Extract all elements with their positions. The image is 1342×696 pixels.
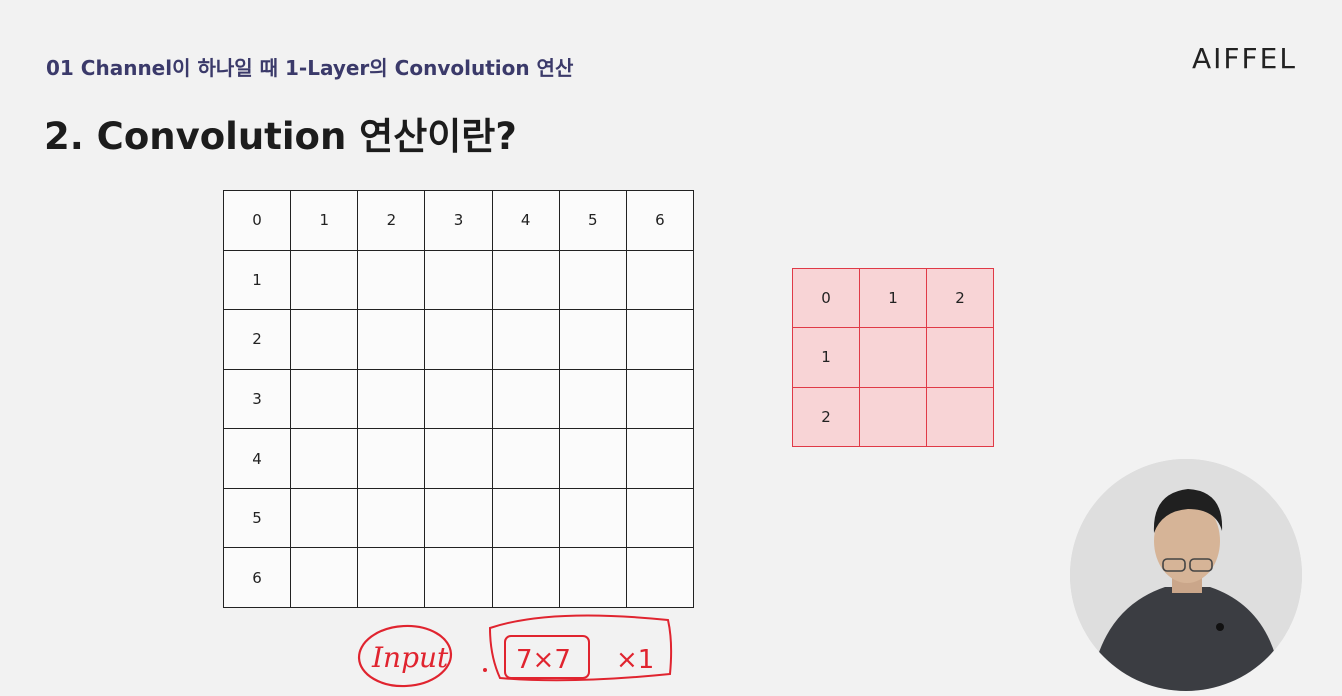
annotation-input-word: Input (371, 641, 449, 674)
size-inner-box-stroke (504, 635, 590, 679)
input-grid-cell (290, 309, 359, 370)
input-grid-header-cell: 3 (424, 190, 493, 251)
input-grid-row-label: 1 (222, 249, 292, 311)
input-grid-header-cell: 5 (558, 190, 627, 251)
input-grid-cell (424, 249, 493, 311)
kernel-grid-header-cell: 2 (926, 267, 994, 329)
annotation-channels: ×1 (616, 645, 654, 675)
slide-subtitle: 01 Channel이 하나일 때 1-Layer의 Convolution 연… (46, 56, 574, 80)
input-grid-cell (290, 487, 359, 549)
input-grid-cell (357, 428, 426, 489)
input-grid-cell (357, 487, 426, 549)
input-grid-cell (290, 249, 359, 311)
size-box-stroke (488, 614, 673, 682)
input-grid-cell (424, 368, 493, 430)
input-grid-cell (625, 309, 695, 370)
kernel-grid-cell (859, 327, 927, 388)
input-grid-cell (357, 249, 426, 311)
input-grid-row: 1 (222, 249, 695, 311)
input-grid-cell (424, 309, 493, 370)
input-grid-cell (625, 487, 695, 549)
input-grid-header-cell: 1 (290, 190, 359, 251)
input-grid-cell (424, 428, 493, 489)
annotation-dot (483, 668, 487, 672)
input-grid-cell (491, 309, 560, 370)
input-grid-header-cell: 2 (357, 190, 426, 251)
input-grid-cell (424, 547, 493, 608)
kernel-grid-cell (926, 327, 994, 388)
input-grid-cell (558, 487, 627, 549)
input-grid-cell (357, 309, 426, 370)
kernel-grid-row-label: 1 (792, 327, 860, 388)
input-grid-cell (558, 428, 627, 489)
kernel-grid-cell (926, 386, 994, 448)
slide-title: 2. Convolution 연산이란? (44, 115, 517, 158)
presenter-glasses-left (1162, 558, 1186, 572)
kernel-grid-header-cell: 1 (859, 267, 927, 329)
input-grid-header-cell: 6 (625, 190, 695, 251)
input-grid-cell (290, 428, 359, 489)
kernel-grid-cell (859, 386, 927, 448)
input-grid-cell (290, 368, 359, 430)
input-grid-cell (625, 368, 695, 430)
kernel-grid-3x3: 0 1 2 1 2 (792, 267, 994, 448)
input-grid-cell (558, 547, 627, 608)
input-grid-cell (357, 547, 426, 608)
input-grid-cell (558, 309, 627, 370)
presenter-mic (1216, 623, 1224, 631)
input-circle-stroke (357, 624, 453, 688)
input-grid-row: 5 (222, 487, 695, 549)
aiffel-logo: AIFFEL (1192, 42, 1297, 75)
input-grid-row-label: 5 (222, 487, 292, 549)
input-grid-row: 6 (222, 547, 695, 608)
input-grid-row-label: 2 (222, 309, 292, 370)
presenter-avatar (1070, 459, 1302, 691)
input-grid-cell (625, 547, 695, 608)
input-grid-cell (491, 249, 560, 311)
input-grid-cell (625, 428, 695, 489)
input-grid-cell (491, 547, 560, 608)
input-grid-row-label: 3 (222, 368, 292, 430)
input-grid-row: 4 (222, 428, 695, 489)
presenter-webcam (1070, 459, 1302, 691)
input-grid-cell (558, 249, 627, 311)
kernel-grid-row: 1 (792, 327, 994, 388)
input-grid-row-label: 4 (222, 428, 292, 489)
input-grid-cell (491, 368, 560, 430)
annotation-size: 7×7 (516, 645, 571, 675)
input-grid-header-cell: 0 (222, 190, 292, 251)
presenter-body (1090, 587, 1282, 691)
kernel-grid-row-label: 2 (792, 386, 860, 448)
input-grid-cell (357, 368, 426, 430)
input-grid-header-cell: 4 (491, 190, 560, 251)
presenter-glasses-right (1189, 558, 1213, 572)
input-grid-row-label: 6 (222, 547, 292, 608)
presenter-hair (1153, 489, 1223, 533)
input-grid-cell (558, 368, 627, 430)
handwritten-annotation: Input 7×7 ×1 (357, 614, 673, 688)
input-grid-cell (625, 249, 695, 311)
input-grid-header-row: 0 1 2 3 4 5 6 (222, 190, 695, 251)
kernel-grid-header-row: 0 1 2 (792, 267, 994, 329)
input-grid-row: 2 (222, 309, 695, 370)
input-grid-cell (491, 428, 560, 489)
input-grid-cell (491, 487, 560, 549)
input-grid-7x7: 0 1 2 3 4 5 6 1 2 3 4 5 6 (222, 190, 695, 608)
input-grid-row: 3 (222, 368, 695, 430)
kernel-grid-row: 2 (792, 386, 994, 448)
presenter-face (1154, 499, 1220, 583)
kernel-grid-header-cell: 0 (792, 267, 860, 329)
input-grid-cell (424, 487, 493, 549)
input-grid-cell (290, 547, 359, 608)
